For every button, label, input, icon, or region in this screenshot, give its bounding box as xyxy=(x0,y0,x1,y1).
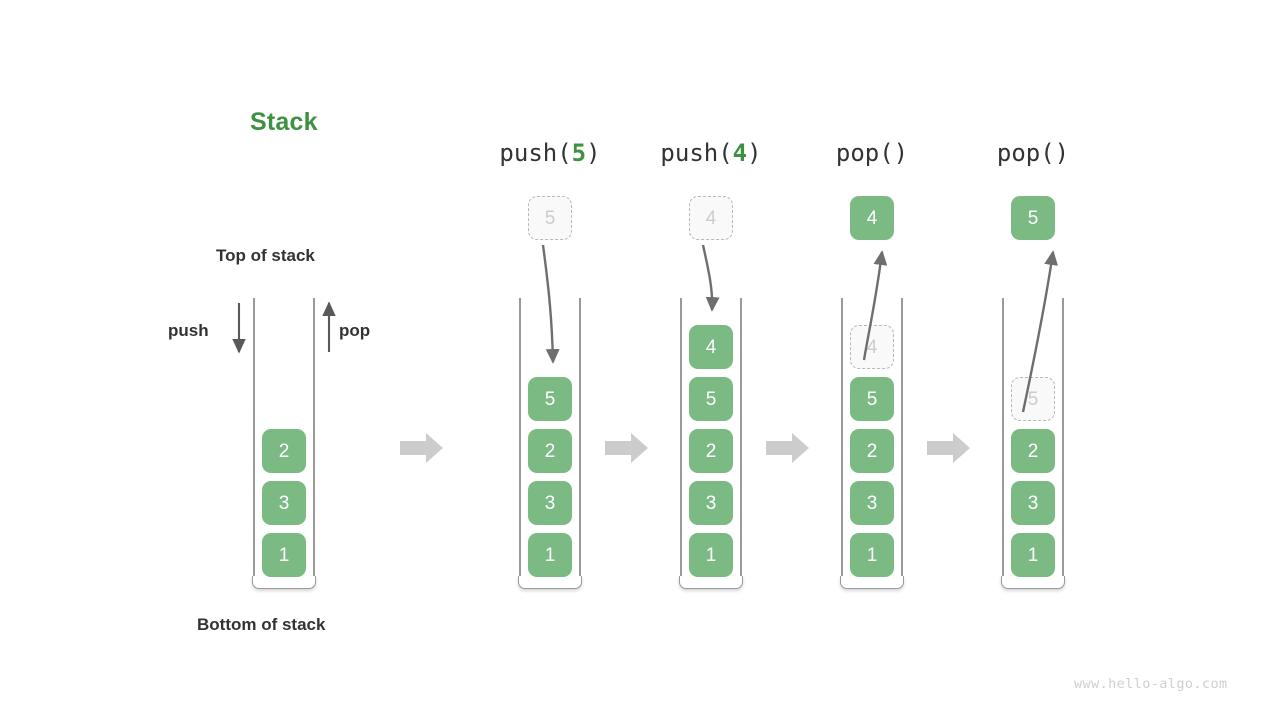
stack-wall-right xyxy=(579,298,581,581)
bottom-of-stack-label: Bottom of stack xyxy=(197,615,326,634)
stack-box: 5 xyxy=(1011,377,1055,421)
stack-container-push-5 xyxy=(518,298,582,589)
stack-box: 1 xyxy=(689,533,733,577)
stack-container-pop-1 xyxy=(840,298,904,589)
push-label: push xyxy=(168,321,209,340)
top-of-stack-label: Top of stack xyxy=(216,246,315,265)
header-prefix: push( xyxy=(660,139,733,167)
header-suffix: ) xyxy=(586,139,601,167)
stack-box: 5 xyxy=(689,377,733,421)
header-suffix: ) xyxy=(893,139,909,167)
header-prefix: push( xyxy=(499,139,572,167)
stack-box: 2 xyxy=(850,429,894,473)
floating-box-pop-2: 5 xyxy=(1011,196,1055,240)
stack-box: 5 xyxy=(850,377,894,421)
stack-box: 3 xyxy=(689,481,733,525)
watermark: www.hello-algo.com xyxy=(1074,676,1228,692)
floating-box-push-5: 5 xyxy=(528,196,572,240)
stack-container-initial xyxy=(252,298,316,589)
flow-arrow-icon xyxy=(927,431,971,465)
stack-wall-right xyxy=(313,298,315,581)
stack-box: 1 xyxy=(262,533,306,577)
header-suffix: ) xyxy=(747,139,762,167)
pop-label: pop xyxy=(339,321,371,340)
floating-box-pop-1: 4 xyxy=(850,196,894,240)
stack-wall-right xyxy=(740,298,742,581)
header-suffix: ) xyxy=(1054,139,1070,167)
stack-box: 1 xyxy=(850,533,894,577)
stack-floor xyxy=(518,576,582,589)
stack-box: 2 xyxy=(689,429,733,473)
flow-arrow-icon xyxy=(400,431,444,465)
panel-header-push-4: push(4) xyxy=(636,139,786,167)
stack-box: 2 xyxy=(262,429,306,473)
header-arg: 4 xyxy=(732,139,748,167)
stack-box: 1 xyxy=(1011,533,1055,577)
header-prefix: pop( xyxy=(996,139,1055,167)
panel-header-push-5: push(5) xyxy=(475,139,625,167)
flow-arrow-icon xyxy=(605,431,649,465)
stack-box: 4 xyxy=(850,325,894,369)
stack-wall-left xyxy=(253,298,255,581)
panel-header-pop-2: pop() xyxy=(958,139,1108,167)
stack-box: 3 xyxy=(850,481,894,525)
floating-box-push-4: 4 xyxy=(689,196,733,240)
header-prefix: pop( xyxy=(835,139,894,167)
panel-header-pop-1: pop() xyxy=(797,139,947,167)
stack-box: 3 xyxy=(528,481,572,525)
stack-wall-right xyxy=(1062,298,1064,581)
stack-box: 2 xyxy=(528,429,572,473)
stack-box: 2 xyxy=(1011,429,1055,473)
stack-wall-left xyxy=(519,298,521,581)
stack-wall-right xyxy=(901,298,903,581)
stack-wall-left xyxy=(1002,298,1004,581)
stack-box: 3 xyxy=(262,481,306,525)
stack-wall-left xyxy=(841,298,843,581)
header-arg: 5 xyxy=(571,139,587,167)
stack-box: 5 xyxy=(528,377,572,421)
stack-floor xyxy=(840,576,904,589)
stack-floor xyxy=(252,576,316,589)
stack-container-pop-2 xyxy=(1001,298,1065,589)
stack-floor xyxy=(1001,576,1065,589)
stack-wall-left xyxy=(680,298,682,581)
stack-box: 1 xyxy=(528,533,572,577)
stack-box: 4 xyxy=(689,325,733,369)
stack-floor xyxy=(679,576,743,589)
stack-container-push-4 xyxy=(679,298,743,589)
flow-arrow-icon xyxy=(766,431,810,465)
stack-box: 3 xyxy=(1011,481,1055,525)
page-title: Stack xyxy=(250,108,318,136)
